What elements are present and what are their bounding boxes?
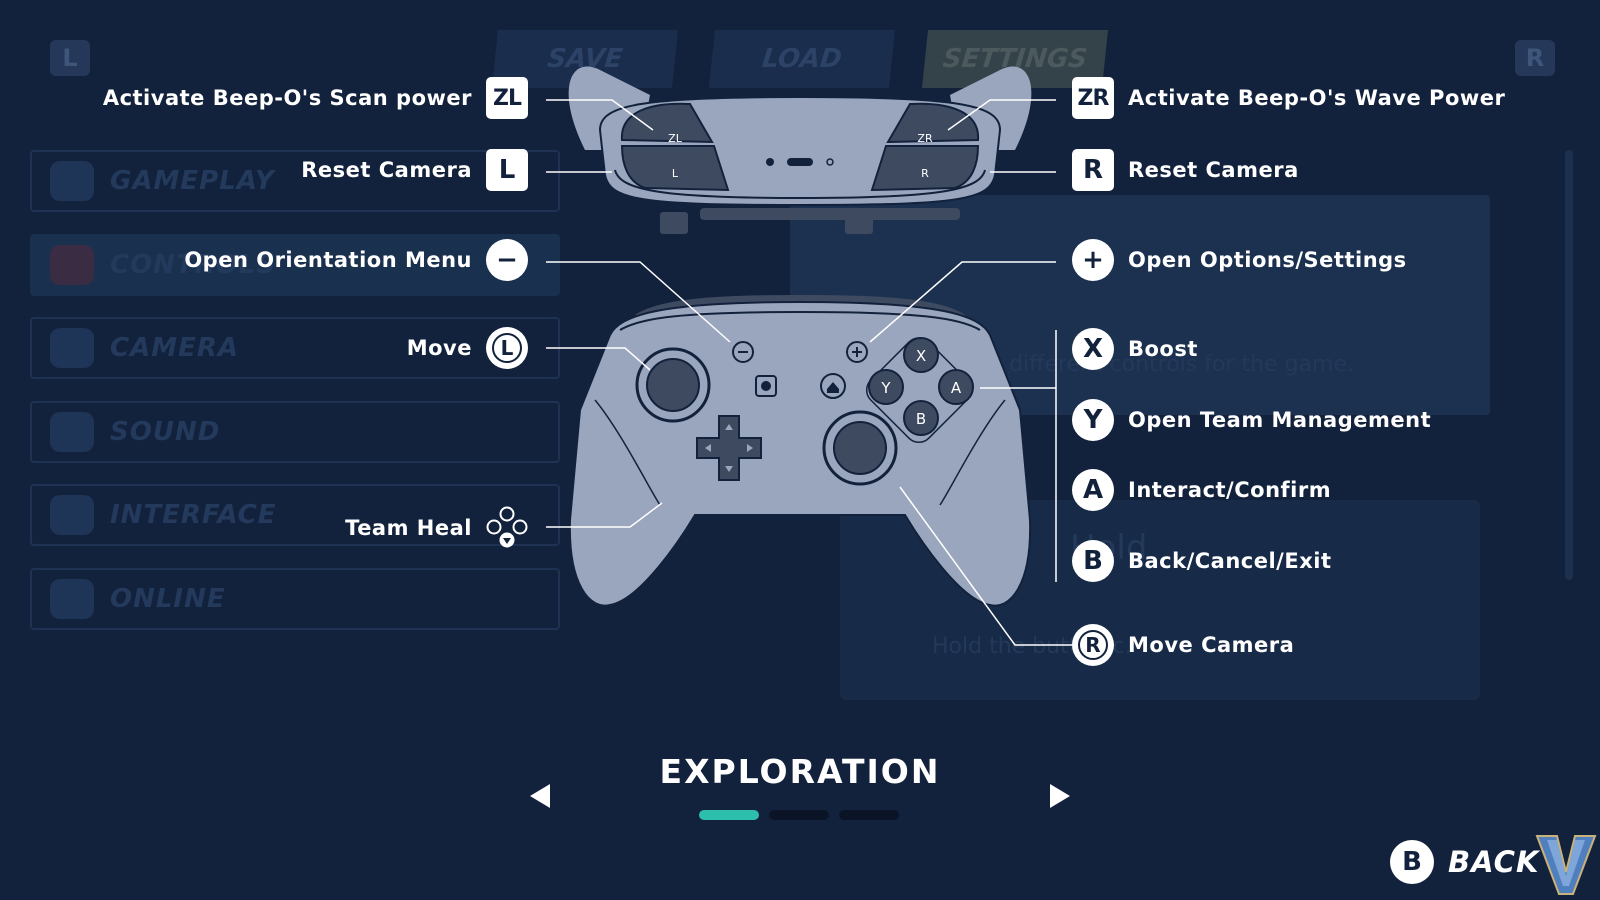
label-text: Activate Beep-O's Scan power	[102, 86, 472, 110]
right-stick-icon: R	[1072, 624, 1114, 666]
l-glyph: L	[672, 167, 679, 180]
label-l: Reset Camera L	[301, 148, 528, 192]
zl-glyph: ZL	[668, 132, 683, 145]
sidebar-item-label: CONTROLS	[110, 250, 277, 280]
previous-page-arrow-icon[interactable]	[530, 784, 550, 808]
page-dot-1	[699, 810, 759, 820]
sidebar-item-controls: CONTROLS	[30, 234, 560, 296]
l-button-icon: L	[486, 149, 528, 191]
zr-glyph: ZR	[917, 132, 933, 145]
label-b: B Back/Cancel/Exit	[1072, 539, 1331, 583]
b-button-icon: B	[1072, 540, 1114, 582]
joycon-icon	[50, 245, 94, 285]
label-r: R Reset Camera	[1072, 148, 1299, 192]
zr-button-icon: ZR	[1072, 77, 1114, 119]
y-button-icon: Y	[1072, 399, 1114, 441]
label-right-stick: R Move Camera	[1072, 623, 1294, 667]
game-logo-icon	[1535, 835, 1597, 895]
label-plus: + Open Options/Settings	[1072, 238, 1407, 282]
sidebar-item-label: INTERFACE	[110, 500, 277, 530]
x-button-icon: X	[1072, 328, 1114, 370]
sidebar-item-label: GAMEPLAY	[110, 166, 275, 196]
rabbit-online-icon	[50, 579, 94, 619]
background-description: c different controls for the game.	[990, 352, 1354, 377]
label-text: Reset Camera	[1128, 158, 1299, 182]
sidebar-item-label: CAMERA	[110, 333, 239, 363]
label-zl: Activate Beep-O's Scan power ZL	[103, 76, 528, 120]
label-minus: Open Orientation Menu −	[184, 238, 528, 282]
b-glyph: B	[916, 410, 926, 428]
leader-lines	[546, 99, 1072, 646]
dpad-down-icon	[486, 506, 528, 548]
controller-front-view: X Y A B	[568, 295, 1032, 607]
sidebar-item-label: ONLINE	[110, 584, 226, 614]
page-dot-3	[839, 810, 899, 820]
label-left-stick: Move L	[407, 326, 528, 370]
a-button-icon: A	[1072, 469, 1114, 511]
r-glyph: R	[921, 167, 929, 180]
sidebar-item-interface: INTERFACE	[30, 484, 560, 546]
left-stick-icon: L	[486, 327, 528, 369]
bumper-left-hint: L	[50, 40, 90, 76]
label-text: Boost	[1128, 337, 1198, 361]
label-text: Back/Cancel/Exit	[1128, 549, 1332, 573]
plus-button-icon: +	[1072, 239, 1114, 281]
label-text: Move Camera	[1128, 633, 1295, 657]
label-text: Interact/Confirm	[1128, 478, 1332, 502]
bumper-right-hint: R	[1515, 40, 1555, 76]
r-button-icon: R	[1072, 149, 1114, 191]
page-dot-2	[769, 810, 829, 820]
label-text: Activate Beep-O's Wave Power	[1128, 86, 1506, 110]
sidebar-item-label: SOUND	[110, 417, 221, 447]
minus-button-icon: −	[486, 239, 528, 281]
back-button[interactable]: B BACK	[1390, 840, 1539, 884]
rabbit-camera-icon	[50, 328, 94, 368]
controller-top-view: ZL L ZR R	[568, 66, 1032, 234]
label-a: A Interact/Confirm	[1072, 468, 1331, 512]
sound-icon	[50, 412, 94, 452]
sidebar-item-sound: SOUND	[30, 401, 560, 463]
sidebar-item-camera: CAMERA	[30, 317, 560, 379]
label-text: Open Orientation Menu	[184, 248, 472, 272]
next-page-arrow-icon[interactable]	[1050, 784, 1070, 808]
label-dpad: Team Heal	[345, 506, 528, 550]
label-y: Y Open Team Management	[1072, 398, 1431, 442]
sidebar-item-gameplay: GAMEPLAY	[30, 150, 560, 212]
sidebar-item-online: ONLINE	[30, 568, 560, 630]
interface-icon	[50, 495, 94, 535]
label-text: Open Team Management	[1128, 408, 1432, 432]
a-glyph: A	[951, 379, 962, 397]
x-glyph: X	[916, 347, 926, 365]
y-glyph: Y	[880, 379, 891, 397]
label-x: X Boost	[1072, 327, 1198, 371]
label-zr: ZR Activate Beep-O's Wave Power	[1072, 76, 1505, 120]
label-text: Team Heal	[345, 516, 472, 540]
label-text: Move	[406, 336, 472, 360]
label-text: Open Options/Settings	[1128, 248, 1407, 272]
page-title: EXPLORATION	[659, 752, 941, 791]
zl-button-icon: ZL	[486, 77, 528, 119]
background-scrollbar	[1565, 150, 1573, 580]
label-text: Reset Camera	[301, 158, 472, 182]
page-indicator	[699, 810, 899, 820]
b-button-icon: B	[1390, 840, 1434, 884]
back-label: BACK	[1448, 845, 1540, 879]
rabbit-icon	[50, 161, 94, 201]
